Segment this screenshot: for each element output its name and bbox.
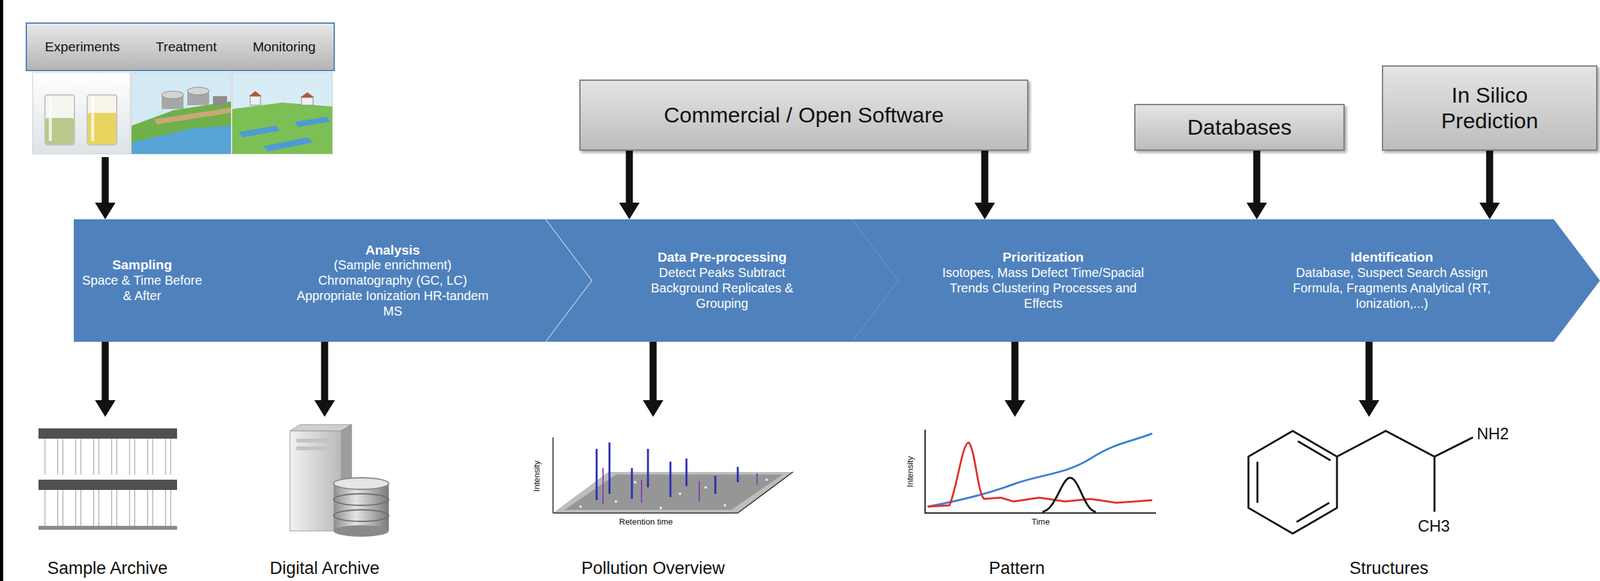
step-detail: Detect Peaks Subtract Background Replica… [638,265,806,312]
flow-arrow [314,341,335,418]
axis-label: Intensity [531,460,541,492]
arrow-head [619,202,640,220]
vial-rack [38,428,178,530]
step-title: Analysis [365,242,420,259]
arrow-shaft [626,150,634,206]
frame-edge [0,0,4,581]
arrow-shaft [1253,150,1261,206]
arrow-head [1246,202,1268,220]
chevron-text: Data Pre-processingDetect Peaks Subtract… [592,219,852,342]
chevron-shape [545,219,899,342]
step-title: Identification [1350,249,1434,266]
chevron-fill [1183,219,1600,342]
monitoring-picture [232,72,333,154]
figure-caption: Pattern [943,558,1091,579]
axis-label: Time [1031,517,1050,527]
flow-arrow [1479,150,1500,220]
source-panel: Experiments Treatment Monitoring [25,22,335,158]
axis-label: Intensity [904,456,915,487]
output-figure: Pollution Overview [564,417,742,580]
flow-arrow [619,150,640,220]
arrow-head [974,202,996,220]
figure-caption: Sample Archive [35,558,180,579]
chem-label: NH2 [1476,424,1509,444]
flow-arrow [974,150,996,220]
chevron-text: Analysis(Sample enrichment) Chromatograp… [239,219,546,342]
tool-box: Databases [1134,103,1345,151]
chevron-text: PrioritizationIsotopes, Mass Defect Time… [898,219,1189,342]
panel-header: Experiments Treatment Monitoring [25,22,335,72]
arrow-shaft [1011,341,1019,403]
chevron-fill [851,219,1235,342]
step-chevron: PrioritizationIsotopes, Mass Defect Time… [851,219,1235,342]
axis-label: Retention time [619,517,673,527]
trend-plot [925,429,1157,514]
step-detail: Isotopes, Mass Defect Time/Spacial Trend… [940,265,1146,312]
figure-caption: Structures [1308,558,1470,579]
chevron-text: SamplingSpace & Time Before & After [80,219,205,342]
flow-arrow [1004,341,1026,418]
chevron-shape [1183,219,1600,342]
arrow-head [1479,202,1500,220]
arrow-head [94,400,116,418]
step-title: Prioritization [1002,249,1084,266]
arrow-head [1358,400,1380,418]
chevron-text: IdentificationDatabase, Suspect Search A… [1229,219,1554,342]
flow-arrow [94,157,116,220]
flow-arrow [1246,150,1268,220]
chevron-fill [193,219,592,342]
arrow-head [314,400,335,418]
panel-label: Monitoring [252,39,316,55]
output-figure: Sample Archive [35,417,180,580]
flow-arrow [642,341,664,418]
arrow-head [94,202,116,220]
flow-arrow [94,341,116,418]
box-label: Commercial / Open Software [663,102,945,128]
arrow-shaft [102,157,110,206]
step-chevron: IdentificationDatabase, Suspect Search A… [1183,219,1600,342]
arrow-shaft [321,341,329,403]
arrow-shaft [649,341,657,403]
tool-box: Commercial / Open Software [579,79,1029,151]
surface-plot [553,437,793,514]
arrow-shaft [1486,150,1494,206]
output-figure: Digital Archive [256,417,393,580]
output-figure: Pattern [943,417,1091,580]
step-detail: Space & Time Before & After [81,273,204,305]
step-detail: Database, Suspect Search Assign Formula,… [1270,265,1515,312]
box-label: Databases [1187,114,1293,140]
box-label: In Silico Prediction [1406,82,1574,133]
panel-label: Treatment [155,39,217,55]
arrow-head [1004,400,1026,418]
step-title: Sampling [112,257,172,274]
arrow-shaft [981,150,989,206]
arrow-shaft [1365,341,1373,403]
arrow-head [642,400,664,418]
step-detail: (Sample enrichment) Chromatography (GC, … [296,257,489,319]
output-figure: Structures [1308,417,1470,580]
treatment-picture [131,72,231,154]
arrow-shaft [102,341,110,403]
tool-box: In Silico Prediction [1381,65,1598,151]
step-chevron: Data Pre-processingDetect Peaks Subtract… [545,219,899,342]
chevron-fill [545,219,899,342]
chevron-shape [851,219,1235,342]
figure-caption: Digital Archive [256,558,393,579]
server-database [289,424,389,537]
chem-label: CH3 [1417,517,1450,536]
experiments-picture [32,72,131,154]
panel-label: Experiments [44,39,120,55]
flow-arrow [1358,341,1380,418]
figure-caption: Pollution Overview [564,558,742,579]
step-chevron: Analysis(Sample enrichment) Chromatograp… [193,219,592,342]
step-title: Data Pre-processing [657,249,787,266]
